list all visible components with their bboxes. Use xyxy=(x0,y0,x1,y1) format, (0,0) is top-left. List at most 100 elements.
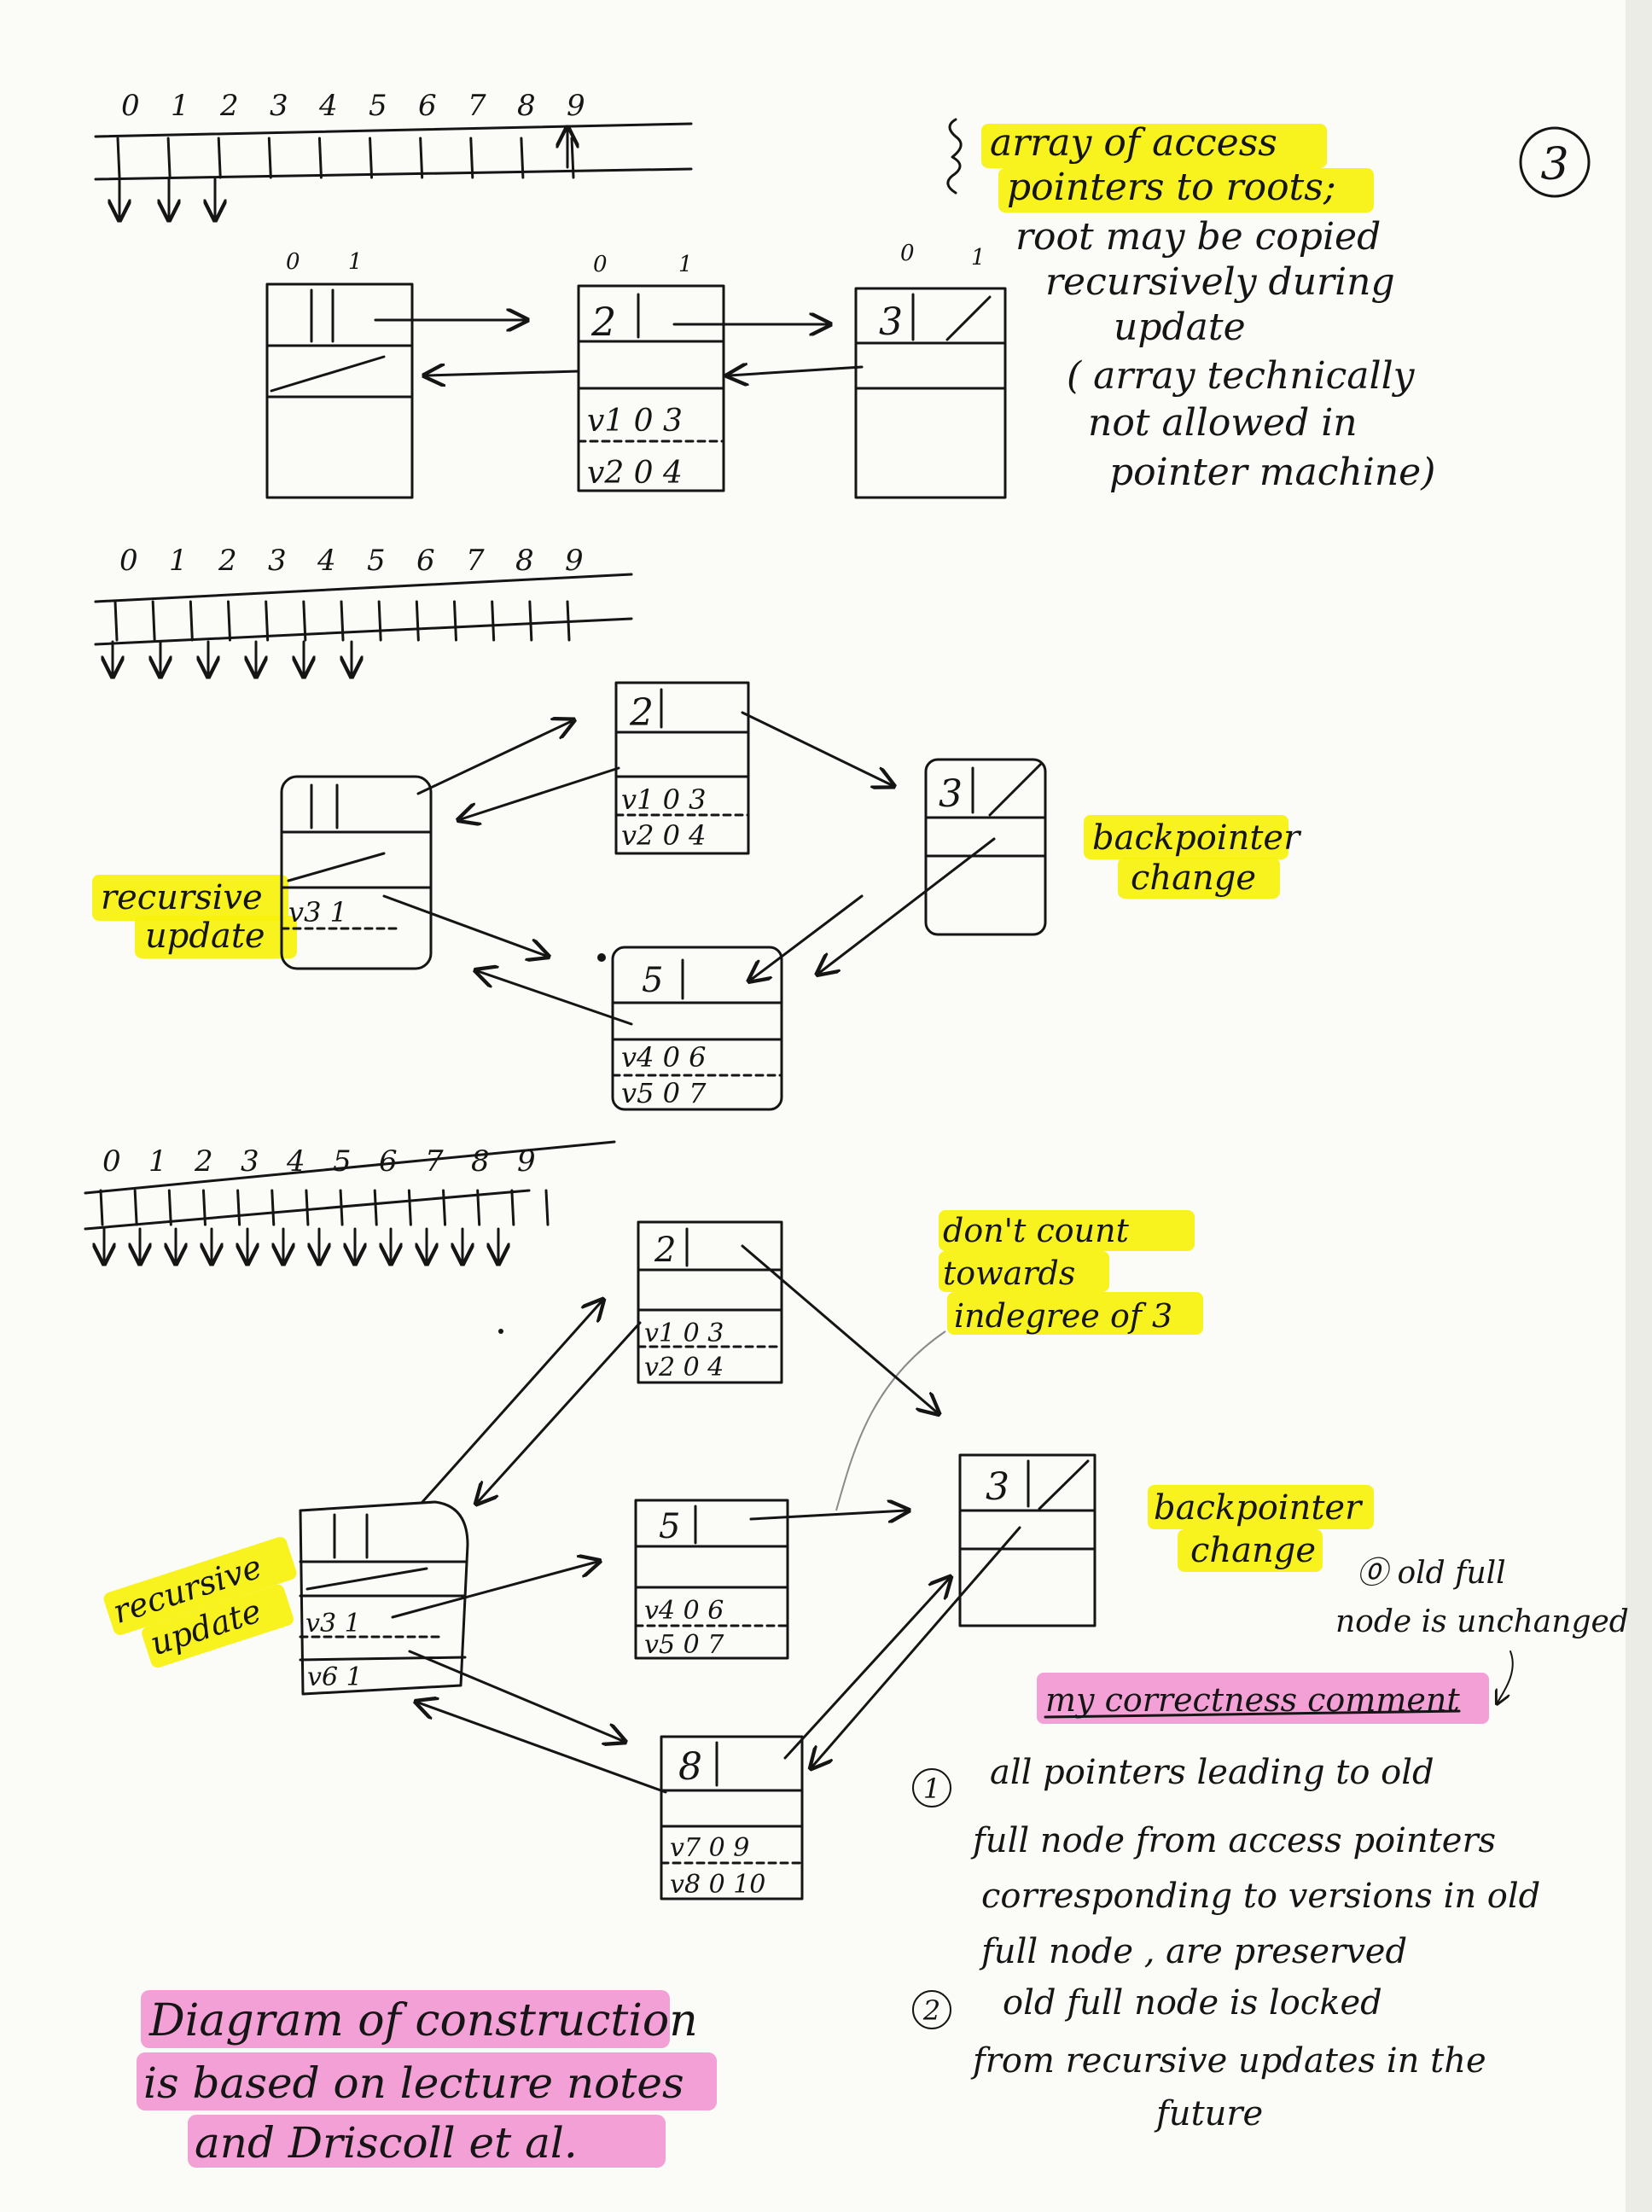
svg-text:v4 0 6: v4 0 6 xyxy=(644,1596,724,1626)
svg-text:v2 0 4: v2 0 4 xyxy=(644,1353,724,1382)
svg-text:1: 1 xyxy=(348,249,363,275)
array-index: 4 xyxy=(317,544,336,578)
highlight xyxy=(1178,1529,1323,1572)
note-text: update xyxy=(1114,306,1246,349)
svg-text:v5 0 7: v5 0 7 xyxy=(621,1077,707,1109)
svg-text:5: 5 xyxy=(659,1507,680,1546)
note-text: pointers to roots; xyxy=(1007,166,1336,209)
array-cell-divider xyxy=(167,1189,172,1226)
svg-text:0: 0 xyxy=(900,241,915,266)
array-cell-divider xyxy=(265,600,270,642)
array-cell-divider xyxy=(377,600,382,642)
brace xyxy=(946,118,963,195)
node-2: 2 v1 0 3 v2 0 4 xyxy=(637,1220,783,1384)
highlight xyxy=(1118,858,1280,899)
array-index: 9 xyxy=(565,544,584,578)
note-text: all pointers leading to old xyxy=(990,1753,1434,1792)
array-cell-divider xyxy=(305,1189,310,1226)
array-cell-divider xyxy=(476,1189,481,1226)
array-cell-divider xyxy=(317,137,323,179)
svg-text:v6 1: v6 1 xyxy=(307,1662,363,1692)
svg-text:v1 0 3: v1 0 3 xyxy=(621,783,707,816)
array-index: 3 xyxy=(270,89,288,123)
array-cell-divider xyxy=(113,600,119,642)
array-cell-divider xyxy=(510,1189,515,1226)
svg-text:v5 0 7: v5 0 7 xyxy=(644,1630,724,1660)
note-text: root may be copied xyxy=(1015,215,1381,259)
note-text: recursive xyxy=(101,878,263,917)
svg-text:v3 1: v3 1 xyxy=(305,1609,361,1639)
array-index: 5 xyxy=(333,1144,352,1179)
svg-text:v2 0 4: v2 0 4 xyxy=(621,819,707,852)
array-cell-divider xyxy=(442,1189,447,1226)
array-index: 8 xyxy=(515,544,534,578)
array-cell-divider xyxy=(302,600,307,642)
array-index: 7 xyxy=(425,1144,444,1179)
highlight xyxy=(981,124,1327,168)
note-text: ⓪ old full xyxy=(1357,1556,1506,1591)
array-index: 1 xyxy=(171,89,189,123)
array-index: 4 xyxy=(318,89,338,123)
array-cell-divider xyxy=(415,600,420,642)
node-1: v3 1 1 xyxy=(280,775,433,970)
highlight xyxy=(137,2052,717,2110)
node-2: 0 1 2 v1 0 3 v2 0 4 xyxy=(577,252,725,492)
array-cell-divider xyxy=(566,600,571,642)
highlight xyxy=(103,1537,297,1635)
highlight xyxy=(135,916,297,958)
note-text: pointer machine) xyxy=(1109,451,1435,494)
node-2: 2 v1 0 3 v2 0 4 xyxy=(614,681,750,855)
note-text: update xyxy=(145,917,265,956)
array-index: 8 xyxy=(517,89,536,123)
array-index: 0 xyxy=(121,89,140,123)
svg-text:2: 2 xyxy=(654,1231,676,1270)
svg-text:1: 1 xyxy=(971,245,986,271)
node-3: 0 1 3 xyxy=(854,241,1007,499)
note-text: from recursive updates in the xyxy=(970,2041,1486,2081)
note-text: node is unchanged xyxy=(1335,1604,1629,1639)
array-index: 2 xyxy=(194,1144,213,1179)
svg-text:v3 1: v3 1 xyxy=(288,896,347,928)
array-index: 5 xyxy=(367,544,386,578)
svg-text:8: 8 xyxy=(678,1745,702,1789)
svg-text:v7 0 9: v7 0 9 xyxy=(670,1833,749,1863)
array-index: 6 xyxy=(418,89,437,123)
array-index: 4 xyxy=(286,1144,305,1179)
node-3: 3 xyxy=(958,1453,1096,1627)
array-cell-divider xyxy=(217,137,222,179)
array-cell-divider xyxy=(453,600,457,642)
svg-text:3: 3 xyxy=(879,300,903,344)
page-number: 3 xyxy=(1519,126,1591,198)
paper-edge xyxy=(1626,0,1652,2212)
note-text: full node from access pointers xyxy=(970,1821,1496,1860)
array-cell-divider xyxy=(520,137,525,179)
node-5: 5 v4 0 6 v5 0 7 xyxy=(611,946,783,1111)
svg-text:v8 0 10: v8 0 10 xyxy=(670,1870,765,1900)
array-index: 3 xyxy=(241,1144,259,1179)
highlight xyxy=(947,1292,1203,1335)
ink-dot xyxy=(597,953,606,962)
array-cell-divider xyxy=(340,600,345,642)
note-text: full node , are preserved xyxy=(979,1932,1407,1971)
list-number: 2 xyxy=(922,1994,940,2027)
array-cell-divider xyxy=(201,1189,206,1226)
note-text: backpointer xyxy=(1092,818,1302,858)
array-cell-divider xyxy=(369,137,374,179)
node-8: 8 v7 0 9 v8 0 10 xyxy=(660,1735,804,1901)
array-cell-divider xyxy=(270,1189,276,1226)
highlight xyxy=(92,875,288,921)
array-cell-divider xyxy=(133,1189,138,1226)
svg-text:3: 3 xyxy=(1540,139,1568,190)
highlight xyxy=(939,1251,1109,1292)
array-cell-divider xyxy=(99,1189,104,1226)
note-text: future xyxy=(1154,2094,1263,2133)
node-3: 3 xyxy=(924,758,1047,936)
array-cell-divider xyxy=(189,600,194,642)
